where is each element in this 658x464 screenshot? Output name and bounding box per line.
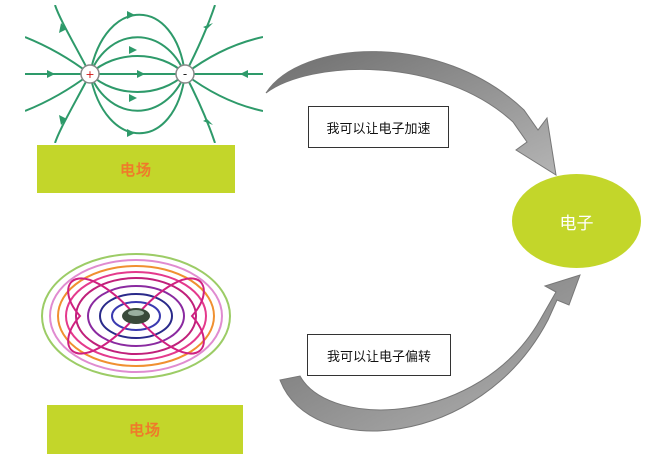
positive-charge-sign: + bbox=[85, 68, 94, 81]
top-field-label: 电场 bbox=[37, 145, 235, 193]
bottom-field-label: 电场 bbox=[47, 405, 243, 454]
accelerate-note: 我可以让电子加速 bbox=[308, 106, 449, 148]
deflect-arrow bbox=[279, 274, 581, 432]
electron-node: 电子 bbox=[512, 174, 641, 268]
deflect-note: 我可以让电子偏转 bbox=[307, 334, 451, 376]
top-field-label-text: 电场 bbox=[119, 160, 152, 179]
negative-charge-sign: - bbox=[183, 67, 187, 81]
deflect-note-text: 我可以让电子偏转 bbox=[326, 349, 431, 365]
electric-dipole-field-image: + - bbox=[25, 5, 263, 143]
accelerate-note-text: 我可以让电子加速 bbox=[326, 121, 431, 137]
accelerate-arrow bbox=[265, 51, 557, 177]
bottom-field-label-text: 电场 bbox=[128, 421, 161, 439]
electron-label: 电子 bbox=[559, 213, 594, 234]
field-loops-image bbox=[41, 253, 231, 379]
